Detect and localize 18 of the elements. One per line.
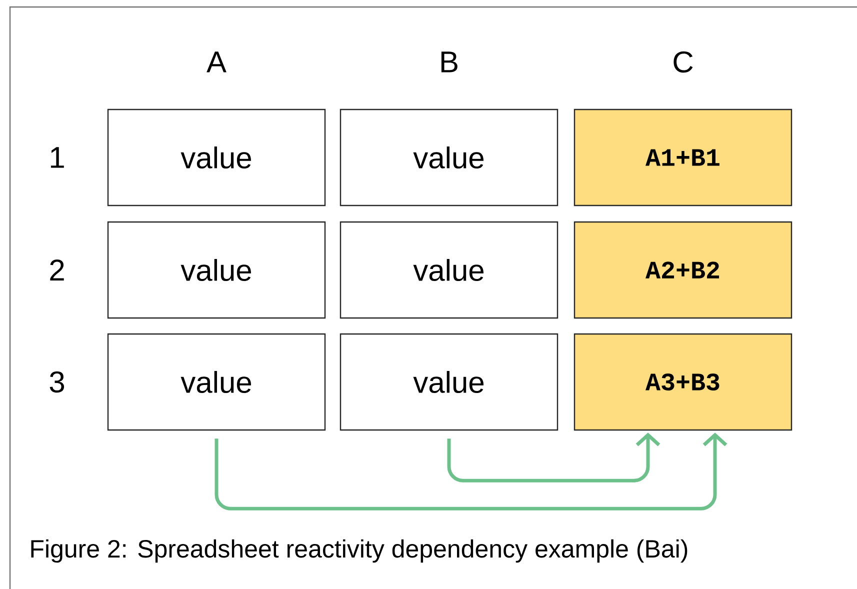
formula-cell: A3+B3	[574, 333, 792, 431]
value-cell: value	[107, 333, 326, 431]
column-header: A	[206, 52, 226, 72]
formula-cell: A2+B2	[574, 221, 792, 319]
column-header: C	[674, 51, 693, 73]
value-cell: value	[340, 108, 558, 206]
value-cell: value	[107, 221, 326, 319]
column-header: B	[441, 52, 458, 72]
row-number: 1	[50, 147, 64, 168]
value-cell: value	[340, 221, 558, 319]
value-cell: value	[107, 108, 326, 206]
row-number: 3	[50, 371, 64, 393]
arrow	[214, 432, 728, 510]
value-cell: value	[340, 333, 558, 431]
caption: Figure 2: Spreadsheet reactivity dependency example (Bai)	[31, 539, 688, 563]
arrow	[447, 432, 660, 482]
formula-cell: A1+B1	[574, 108, 792, 206]
row-number: 2	[50, 260, 64, 280]
